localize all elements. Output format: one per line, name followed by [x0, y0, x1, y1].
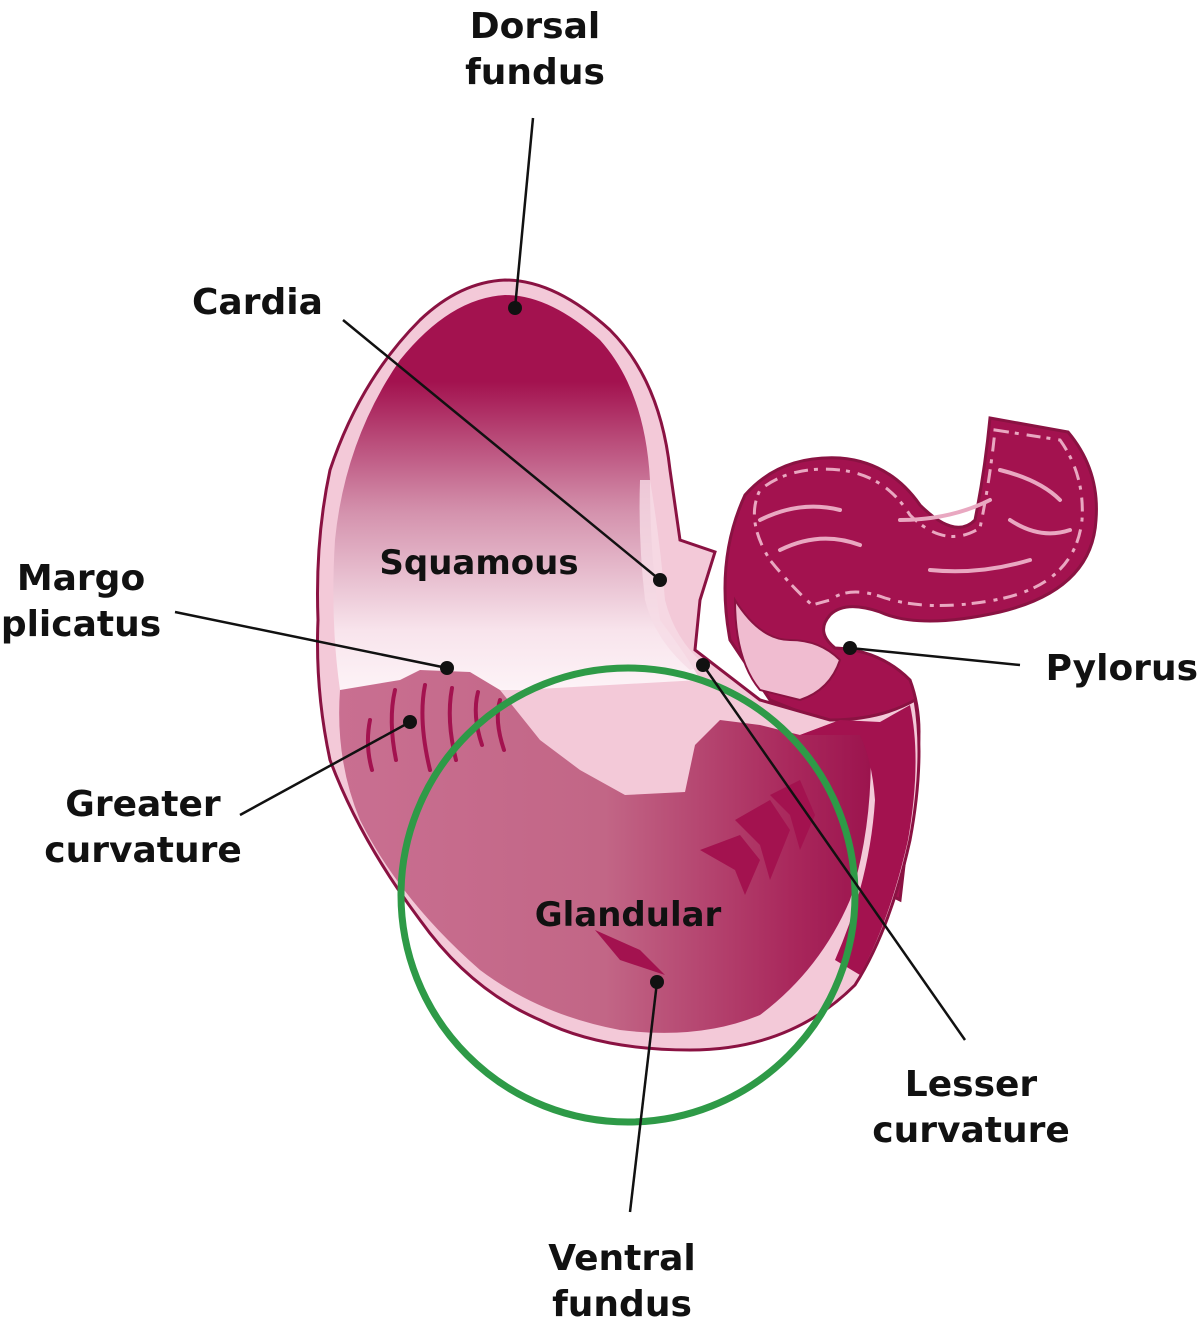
dot-lesser-curvature	[696, 658, 710, 672]
label-cardia-text: Cardia	[192, 282, 323, 323]
label-margo-plicatus: Margo plicatus	[0, 556, 162, 648]
label-glandular-text: Glandular	[534, 895, 722, 935]
label-cardia: Cardia	[192, 280, 323, 326]
label-glandular: Glandular	[514, 892, 742, 938]
leader-lines	[174, 117, 1021, 1213]
leader-pylorus	[849, 646, 1021, 667]
label-ventral-fundus-line1: Ventral	[548, 1238, 696, 1279]
label-dorsal-fundus: Dorsal fundus	[430, 4, 640, 96]
label-ventral-fundus: Ventral fundus	[520, 1236, 724, 1328]
dot-pylorus	[843, 641, 857, 655]
squamous-region	[333, 295, 700, 690]
anchor-dots	[403, 301, 857, 989]
leader-ventral-fundus	[628, 981, 659, 1213]
label-lesser-curvature: Lesser curvature	[868, 1062, 1074, 1154]
leader-cardia	[342, 319, 661, 581]
dot-greater-curvature	[403, 715, 417, 729]
label-dorsal-fundus-line1: Dorsal	[469, 6, 601, 47]
label-lesser-curvature-line1: Lesser	[904, 1064, 1038, 1105]
dot-margo-plicatus	[440, 661, 454, 675]
label-squamous: Squamous	[364, 540, 594, 586]
label-dorsal-fundus-line2: fundus	[465, 52, 605, 93]
label-margo-plicatus-line1: Margo	[16, 558, 146, 599]
ventral-fundus-highlight-circle	[397, 664, 859, 1126]
label-ventral-fundus-line2: fundus	[552, 1284, 692, 1325]
antrum-wall	[800, 705, 916, 975]
label-pylorus: Pylorus	[1030, 646, 1198, 692]
label-greater-curvature-line2: curvature	[44, 830, 242, 871]
label-greater-curvature: Greater curvature	[42, 782, 244, 874]
dot-ventral-fundus	[650, 975, 664, 989]
leader-margo-plicatus	[174, 610, 448, 670]
glandular-folds	[595, 780, 815, 975]
label-pylorus-text: Pylorus	[1045, 648, 1198, 689]
leader-dorsal-fundus	[513, 117, 535, 309]
dot-dorsal-fundus	[508, 301, 522, 315]
leader-lesser-curvature	[701, 664, 967, 1041]
glandular-region	[339, 670, 871, 1033]
label-squamous-text: Squamous	[379, 543, 579, 583]
label-lesser-curvature-line2: curvature	[872, 1110, 1070, 1151]
label-margo-plicatus-line2: plicatus	[0, 604, 162, 645]
dot-cardia	[653, 573, 667, 587]
leader-greater-curvature	[239, 720, 411, 817]
cardia-lining	[639, 480, 705, 670]
label-greater-curvature-line1: Greater	[65, 784, 221, 825]
